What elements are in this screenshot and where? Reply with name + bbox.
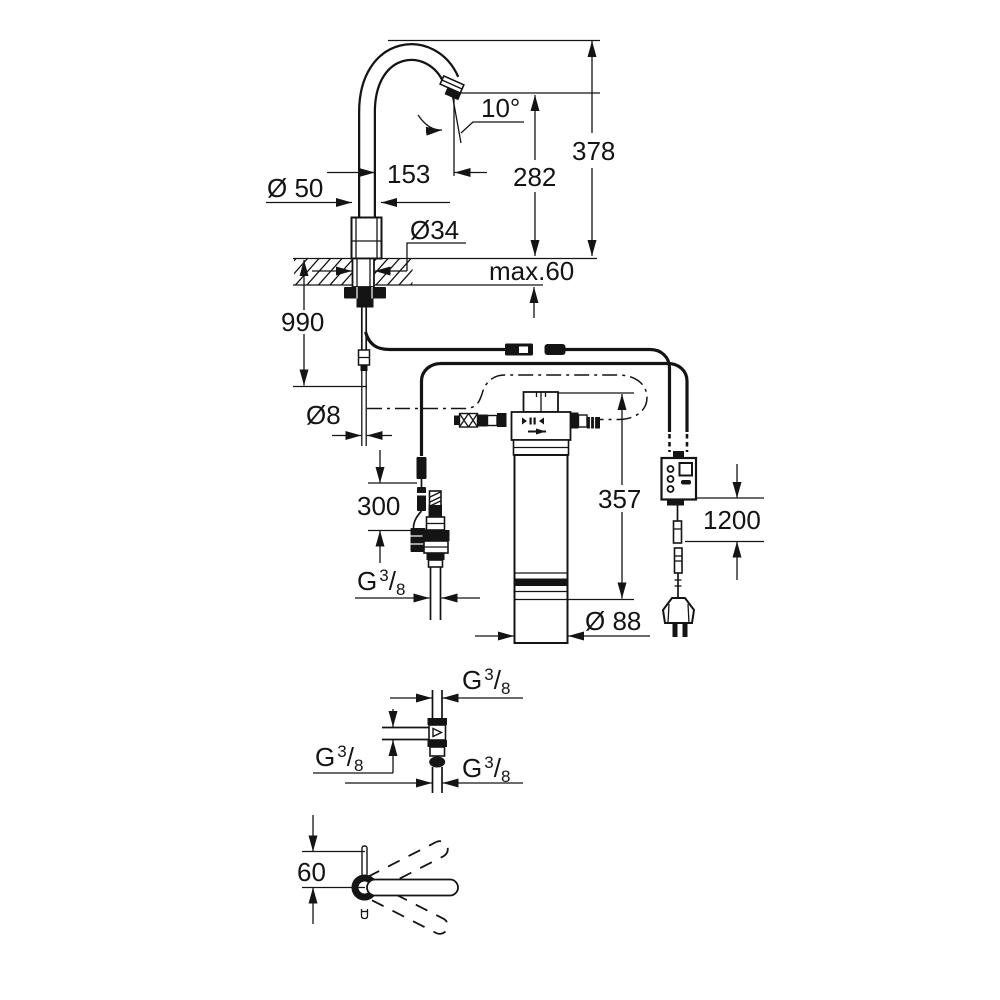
dim-total-height-378: 378 [388,39,615,256]
hose-routing-centerline [367,374,648,421]
mains-plug [661,597,696,624]
dim-label-60: 60 [297,857,326,887]
dim-label-153: 153 [387,159,430,189]
valve-cable [412,361,689,529]
dim-outlet-height-282: 282 [460,92,600,256]
lever-arm [366,878,459,897]
dim-spout-angle-10deg: 10° [417,93,524,144]
valve-solenoid [410,528,426,552]
mounting-shank [344,257,386,308]
dim-spout-reach-153: 153 [327,97,487,189]
dim-filter-diameter-88: Ø 88 [475,606,650,641]
control-button-3 [666,485,675,493]
dim-label-10deg: 10° [481,93,520,123]
faucet-spout [358,43,465,218]
dim-power-cord-1200: 1200 [685,464,764,580]
dim-label-o34: Ø34 [410,215,459,245]
dim-deck-thickness-max60: max.60 [489,256,574,318]
check-valve-symbol [432,727,444,738]
dim-label-282: 282 [513,162,556,192]
dim-body-diameter-50: Ø 50 [266,173,450,207]
control-box [660,451,698,506]
lever-top-view: 60 [297,815,459,935]
dim-label-357: 357 [598,484,641,514]
dim-shank-diameter-34: Ø34 [312,215,466,276]
shank-fitting [356,298,374,308]
dim-label-378: 378 [572,136,615,166]
inline-connector-lower [417,487,426,511]
dim-label-o8: Ø8 [306,400,341,430]
control-button-2 [666,475,675,483]
supply-hose [357,307,371,446]
dim-hose-diameter-8: Ø8 [306,400,392,440]
cable-socket-connector [544,344,566,355]
filter-label-band [514,578,568,586]
power-cable-plug [661,505,696,637]
braided-hose-end [458,412,479,428]
dim-label-o88: Ø 88 [585,606,641,636]
dim-label-1200: 1200 [703,505,761,535]
control-button-1 [666,465,675,473]
dim-filter-length-357: 357 [558,392,641,601]
dim-label-990: 990 [281,307,324,337]
mounting-nut [344,287,386,299]
spout-tip [444,86,462,101]
plug-pin-left [672,623,678,637]
dim-connection-length-300: 300 [357,450,417,563]
faucet-body [350,216,383,260]
dim-label-o50: Ø 50 [267,173,323,203]
angle-valve [410,490,450,620]
dim-hose-length-990: 990 [281,260,367,388]
dim-label-max60: max.60 [489,256,574,286]
dim-lever-offset-60: 60 [297,815,365,924]
faucet-cable [363,331,672,452]
inline-connector-upper [416,457,427,479]
filter-mark-left [522,417,527,425]
sensor-mark [360,909,369,920]
dim-label-300: 300 [357,491,400,521]
control-display [678,462,693,477]
plug-pin-right [682,623,688,637]
spout-plan-view [361,845,368,877]
control-slot [681,480,691,485]
filter-head [454,391,600,456]
filter-mark-right [539,417,544,425]
filter-cartridge [513,454,569,644]
